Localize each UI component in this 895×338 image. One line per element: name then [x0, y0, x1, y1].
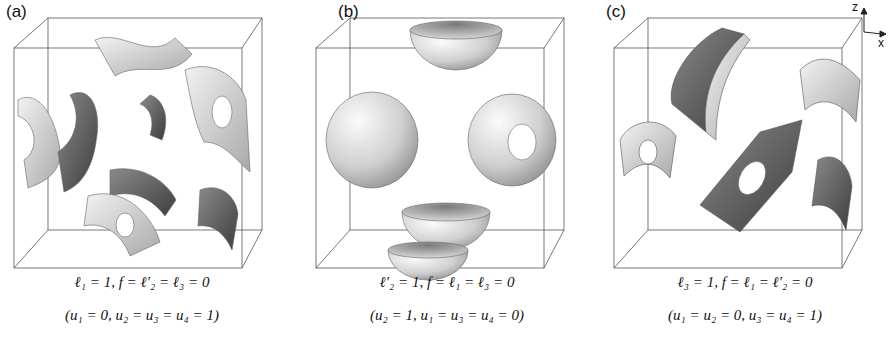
axis-label: x [878, 36, 884, 50]
axis-indicator [861, 8, 886, 37]
surface-b [326, 21, 556, 280]
condition-line: ℓ₁ = 1, f = ℓ′₂ = ℓ₃ = 0 [75, 274, 210, 291]
surface-a [18, 37, 250, 256]
condition-line: (u₂ = 1, u₁ = u₃ = u₄ = 0) [370, 307, 524, 324]
condition-line: ℓ₃ = 1, f = ℓ₁ = ℓ′₂ = 0 [678, 274, 813, 291]
condition-line: ℓ′₂ = 1, f = ℓ₁ = ℓ₃ = 0 [380, 274, 515, 291]
condition-line: (u₁ = 0, u₂ = u₃ = u₄ = 1) [65, 307, 219, 324]
panel-label: (b) [338, 2, 359, 22]
panel-label: (c) [606, 2, 626, 22]
panel-label: (a) [6, 2, 27, 22]
condition-line: (u₁ = u₂ = 0, u₃ = u₄ = 1) [668, 307, 822, 324]
surface-c [620, 28, 860, 232]
cube-frame [14, 18, 862, 268]
axis-label: z [852, 0, 858, 14]
